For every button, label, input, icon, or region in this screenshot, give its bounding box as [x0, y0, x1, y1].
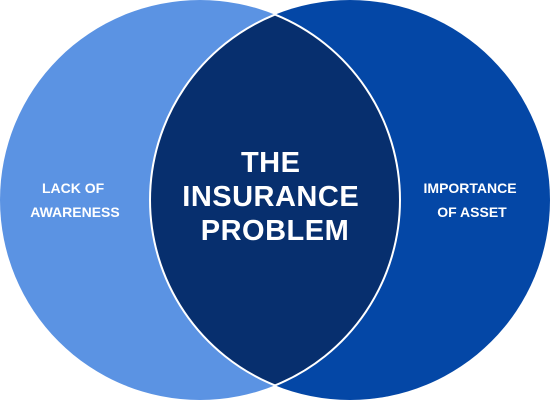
left-circle-label: LACK OF AWARENESS — [30, 180, 119, 220]
right-circle-label: IMPORTANCE OF ASSET — [424, 180, 521, 220]
center-label-line-1: THE — [241, 147, 301, 179]
center-label-line-3: PROBLEM — [201, 215, 350, 247]
right-label-line-1: IMPORTANCE — [424, 180, 517, 196]
right-label-line-2: OF ASSET — [437, 204, 507, 220]
intersection-outline — [149, 13, 401, 387]
left-label-line-1: LACK OF — [42, 180, 105, 196]
intersection-region — [150, 0, 400, 400]
left-label-line-2: AWARENESS — [30, 204, 119, 220]
center-label-line-2: INSURANCE — [182, 181, 359, 213]
intersection-label: THE INSURANCE PROBLEM — [182, 147, 367, 247]
